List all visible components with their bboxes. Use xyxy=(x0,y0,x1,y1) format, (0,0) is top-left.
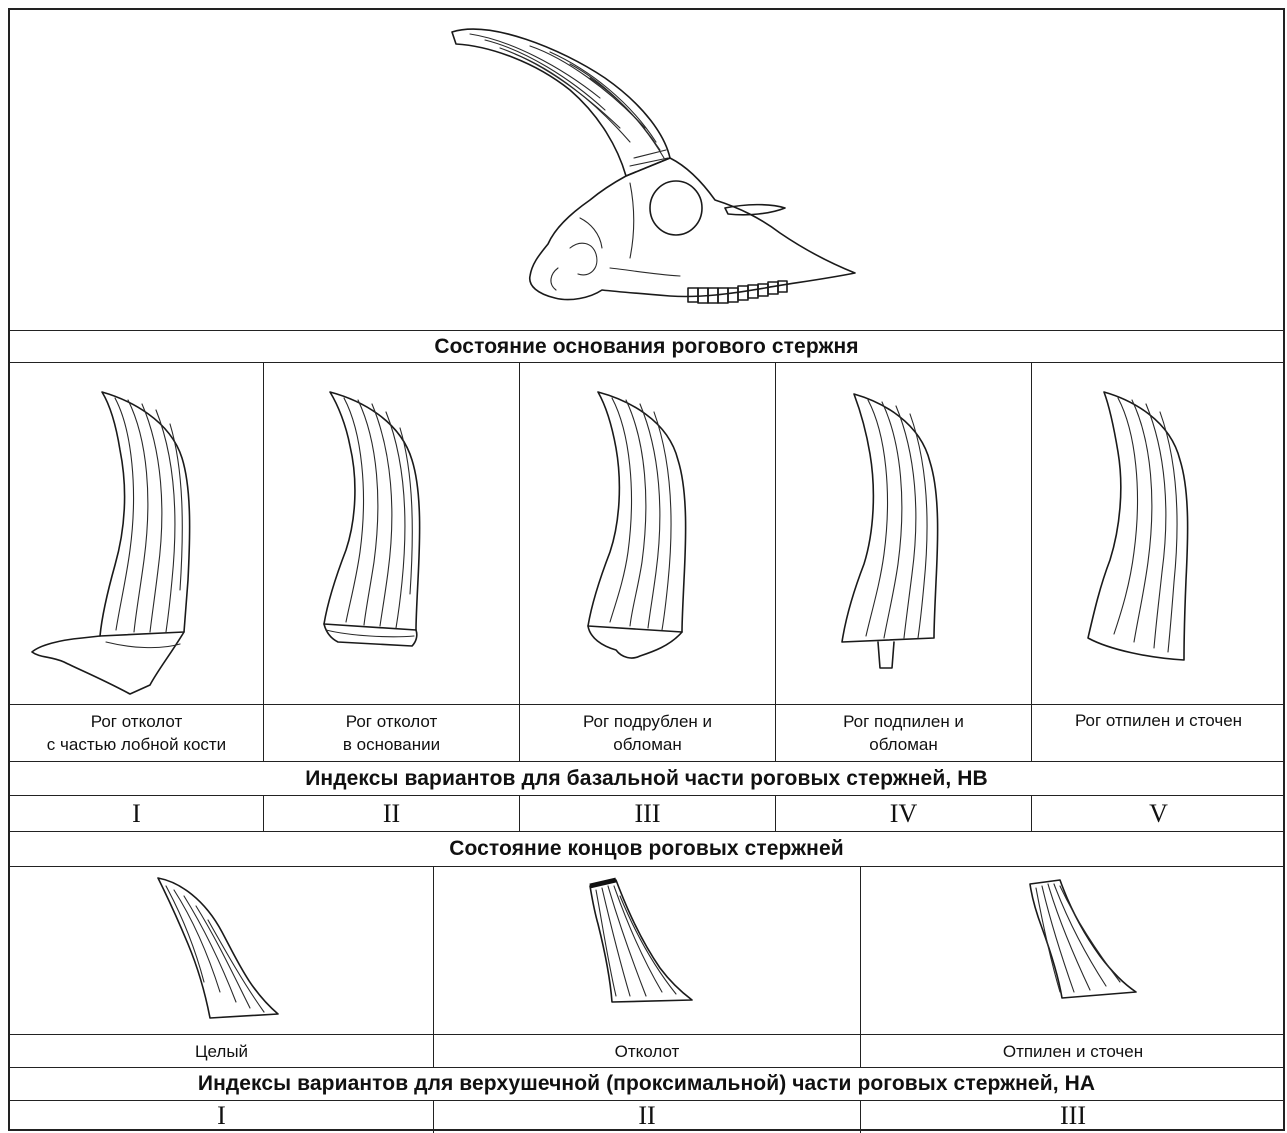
base-index-3: III xyxy=(520,796,775,831)
base-index-1: I xyxy=(10,796,263,831)
horn-tip-drawing-2 xyxy=(580,872,720,1012)
tip-caption-2: Отколот xyxy=(434,1035,860,1067)
horn-base-drawing-5 xyxy=(1070,380,1250,680)
tip-caption-1: Целый xyxy=(10,1035,433,1067)
frame-top-border xyxy=(8,8,1285,10)
base-caption-1: Рог отколот с частью лобной кости xyxy=(10,705,263,761)
frame-left-border xyxy=(8,8,10,1131)
base-caption-3: Рог подрублен и обломан xyxy=(520,705,775,761)
tip-section-title: Состояние концов роговых стержней xyxy=(8,832,1285,866)
column-divider xyxy=(775,362,776,761)
tip-index-title: Индексы вариантов для верхушечной (прокс… xyxy=(8,1068,1285,1100)
base-index-4: IV xyxy=(776,796,1031,831)
base-section-title: Состояние основания рогового стержня xyxy=(8,331,1285,362)
rule xyxy=(8,866,1285,867)
caption-line: Рог подрублен и xyxy=(583,710,712,733)
caption-line: с частью лобной кости xyxy=(47,733,226,756)
rule xyxy=(8,362,1285,363)
base-index-title: Индексы вариантов для базальной части ро… xyxy=(8,762,1285,795)
horn-tip-drawing-1 xyxy=(150,872,290,1022)
base-index-2: II xyxy=(264,796,519,831)
horn-base-drawing-4 xyxy=(820,380,1000,690)
caption-line: Рог отпилен и сточен xyxy=(1075,709,1242,732)
horn-base-drawing-2 xyxy=(290,380,490,680)
caption-line: в основании xyxy=(343,733,440,756)
tip-index-1: I xyxy=(10,1101,433,1131)
tip-index-3: III xyxy=(861,1101,1285,1131)
caption-line: обломан xyxy=(869,733,938,756)
base-caption-2: Рог отколот в основании xyxy=(264,705,519,761)
horn-base-drawing-1 xyxy=(20,380,250,700)
tip-index-2: II xyxy=(434,1101,860,1131)
horn-tip-drawing-3 xyxy=(1020,872,1160,1012)
tip-caption-3: Отпилен и сточен xyxy=(861,1035,1285,1067)
caption-line: Рог подпилен и xyxy=(843,710,964,733)
horn-base-drawing-3 xyxy=(560,380,750,680)
column-divider xyxy=(1031,362,1032,761)
base-caption-4: Рог подпилен и обломан xyxy=(776,705,1031,761)
base-caption-5: Рог отпилен и сточен xyxy=(1032,705,1285,735)
base-index-5: V xyxy=(1032,796,1285,831)
caption-line: обломан xyxy=(613,733,682,756)
caption-line: Рог отколот xyxy=(91,710,183,733)
column-divider xyxy=(263,362,264,761)
goat-skull-illustration xyxy=(430,18,870,318)
column-divider xyxy=(519,362,520,761)
caption-line: Рог отколот xyxy=(346,710,438,733)
